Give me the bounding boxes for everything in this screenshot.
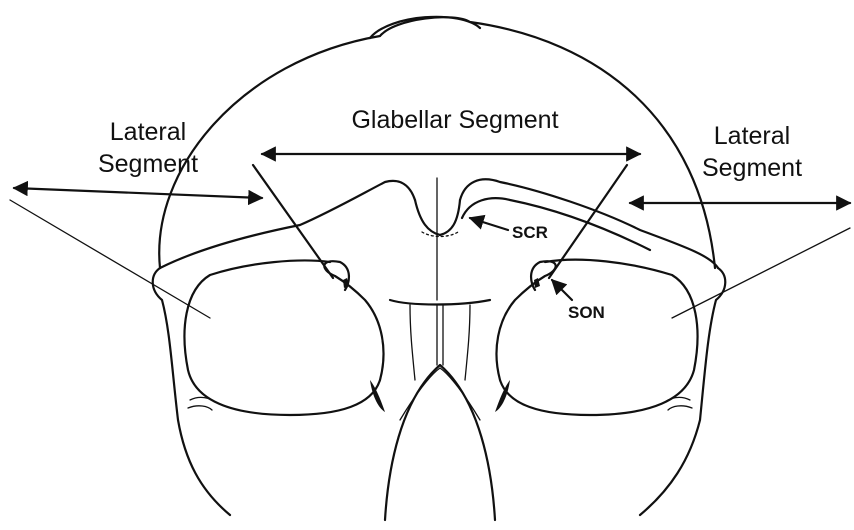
cheek-mark-right (665, 397, 692, 410)
brow-ridge-left (160, 181, 415, 268)
scr-label: SCR (512, 223, 548, 242)
nasal-aperture (385, 365, 495, 520)
cranium-top-bump (370, 17, 480, 38)
lateral-segment-right-line1: Lateral (714, 122, 790, 150)
lateral-arrow-left (14, 188, 262, 198)
glabellar-segment-label: Glabellar Segment (351, 106, 558, 134)
skull-side-left (153, 268, 230, 515)
nasal-bridge (390, 300, 490, 305)
cheek-mark-left (188, 397, 215, 410)
nasal-bone-left (410, 305, 415, 380)
son-label: SON (568, 303, 605, 322)
nasal-inner (400, 368, 480, 420)
son-pointer (552, 280, 572, 300)
division-line-right-outer (672, 228, 850, 318)
nasal-bone-right (465, 305, 470, 380)
orbit-left (184, 261, 383, 415)
lateral-segment-left-line2: Segment (98, 150, 198, 178)
lateral-segment-right-line2: Segment (702, 154, 802, 182)
orbit-right (496, 260, 697, 415)
lateral-segment-left-line1: Lateral (110, 118, 186, 146)
scr-pointer (470, 218, 508, 230)
